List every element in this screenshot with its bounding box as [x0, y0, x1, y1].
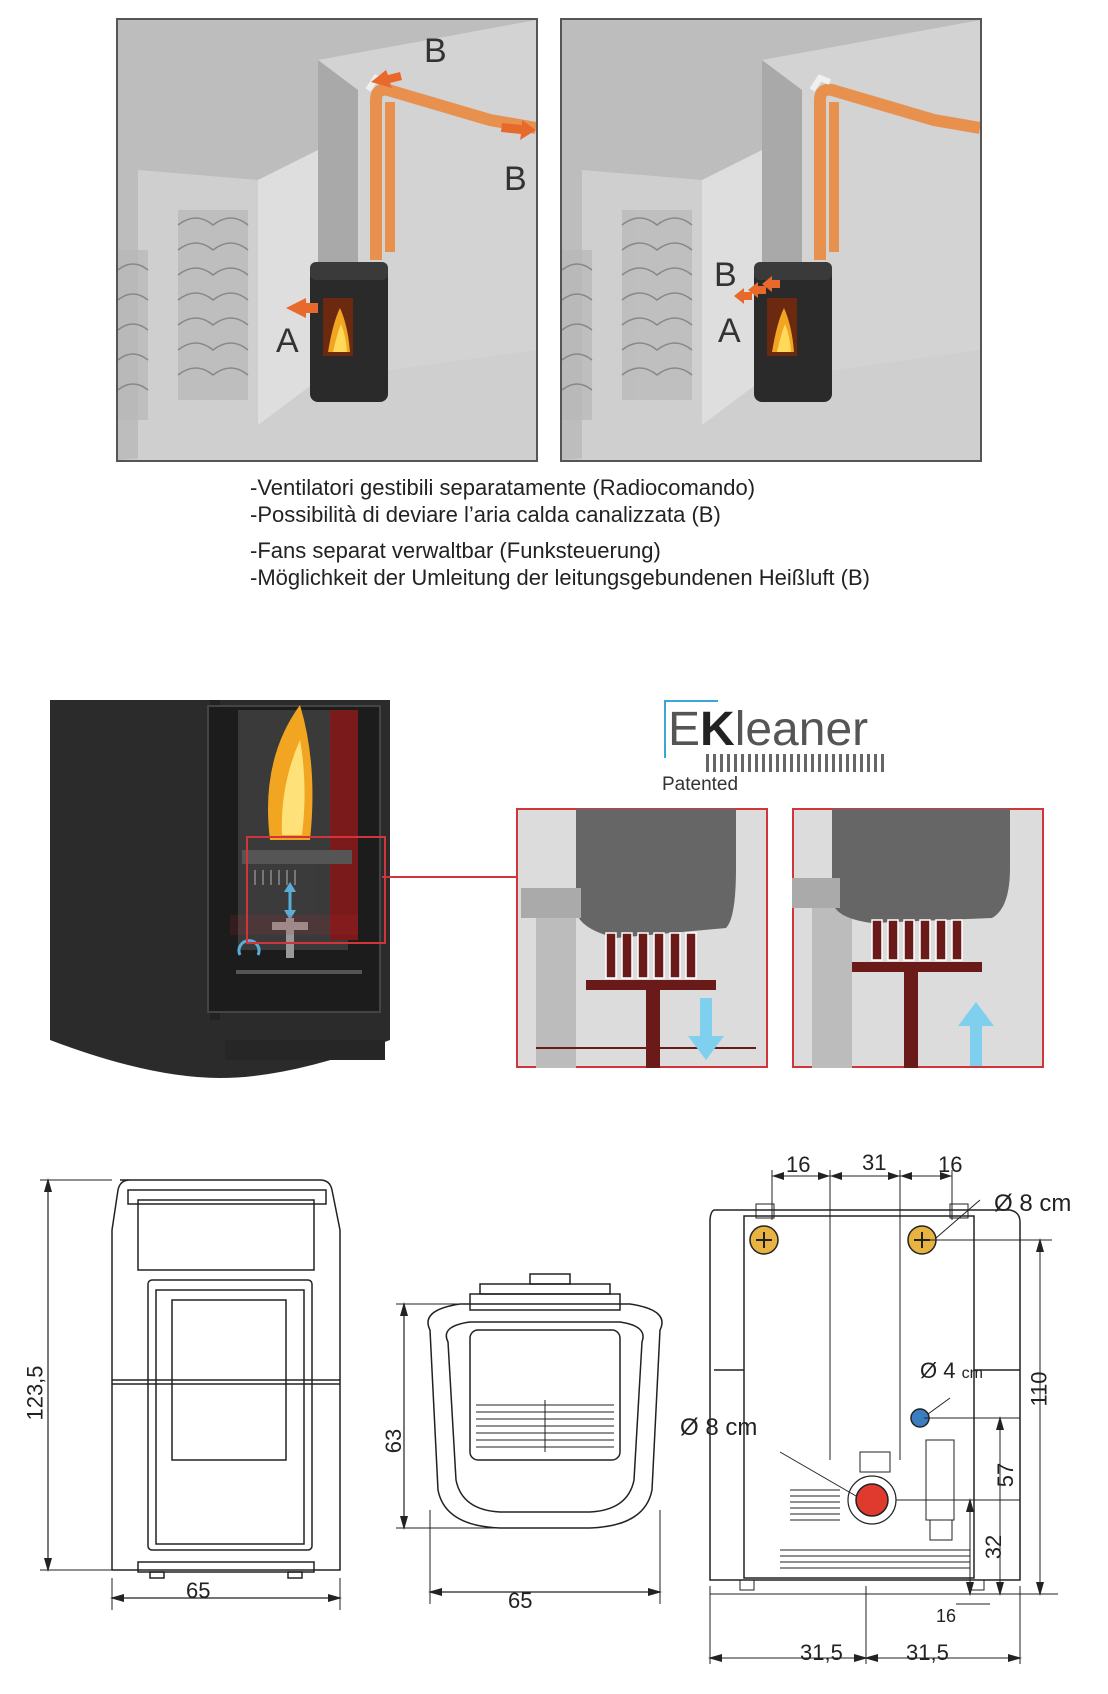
dim-pipe-small: Ø 4 cm	[920, 1358, 983, 1383]
caption-de-line1: -Fans separat verwaltbar (Funksteuerung)	[250, 538, 661, 563]
dim-back-top-right: 16	[938, 1152, 963, 1177]
label-a-left: A	[276, 322, 299, 360]
dim-top-width: 65	[508, 1588, 533, 1613]
ekleaner-logo: EKleaner	[664, 700, 894, 772]
label-b-side-left: B	[504, 160, 527, 198]
caption-it-line2: -Possibilità di deviare l’aria calda can…	[250, 502, 721, 527]
grate-detail-up	[792, 808, 1044, 1068]
dim-back-bottom-right: 31,5	[906, 1640, 949, 1665]
room-scene-left	[118, 20, 536, 460]
arrow-down-blue	[688, 998, 724, 1060]
dim-back-top-left: 16	[786, 1152, 811, 1177]
room-scene-right	[562, 20, 980, 460]
dim-pipe-lower: Ø 8 cm	[680, 1414, 758, 1441]
patented-label: Patented	[662, 774, 739, 795]
dim-back-h3: 32	[981, 1534, 1007, 1560]
dim-front-width: 65	[186, 1578, 211, 1603]
dim-front-height: 123,5	[22, 1365, 48, 1421]
dim-back-h2: 57	[993, 1462, 1019, 1488]
top-view-drawing	[396, 1273, 663, 1604]
caption-it-line1: -Ventilatori gestibili separatamente (Ra…	[250, 475, 756, 500]
room-illustration-right: A B	[560, 18, 982, 462]
back-view-drawing	[708, 1170, 1058, 1664]
logo-stripes	[706, 754, 884, 772]
dim-back-bottom-left: 31,5	[800, 1640, 843, 1665]
arrows-b-right	[734, 276, 780, 304]
dim-back-top-mid: 31	[862, 1150, 887, 1175]
connector-line	[382, 876, 516, 878]
label-b-top-left: B	[424, 32, 447, 70]
room-illustration-left: A B B	[116, 18, 538, 462]
front-view-drawing	[40, 1178, 342, 1610]
dim-pipe-upper: Ø 8 cm	[994, 1190, 1072, 1217]
arrow-a-left	[286, 298, 318, 318]
label-b-right: B	[714, 256, 737, 294]
grate-detail-down	[516, 808, 768, 1068]
dim-top-depth: 63	[381, 1428, 407, 1454]
label-a-right: A	[718, 312, 741, 350]
highlight-box	[246, 836, 386, 944]
dim-back-h1: 110	[1026, 1371, 1052, 1407]
stove-closeup	[50, 700, 390, 1078]
caption-de-line2: -Möglichkeit der Umleitung der leitungsg…	[250, 565, 870, 590]
logo-text: EKleaner	[668, 703, 869, 756]
arrow-up-blue	[958, 1002, 994, 1066]
dim-back-bottom-small: 16	[936, 1606, 957, 1626]
pipe-lower	[855, 1483, 889, 1517]
